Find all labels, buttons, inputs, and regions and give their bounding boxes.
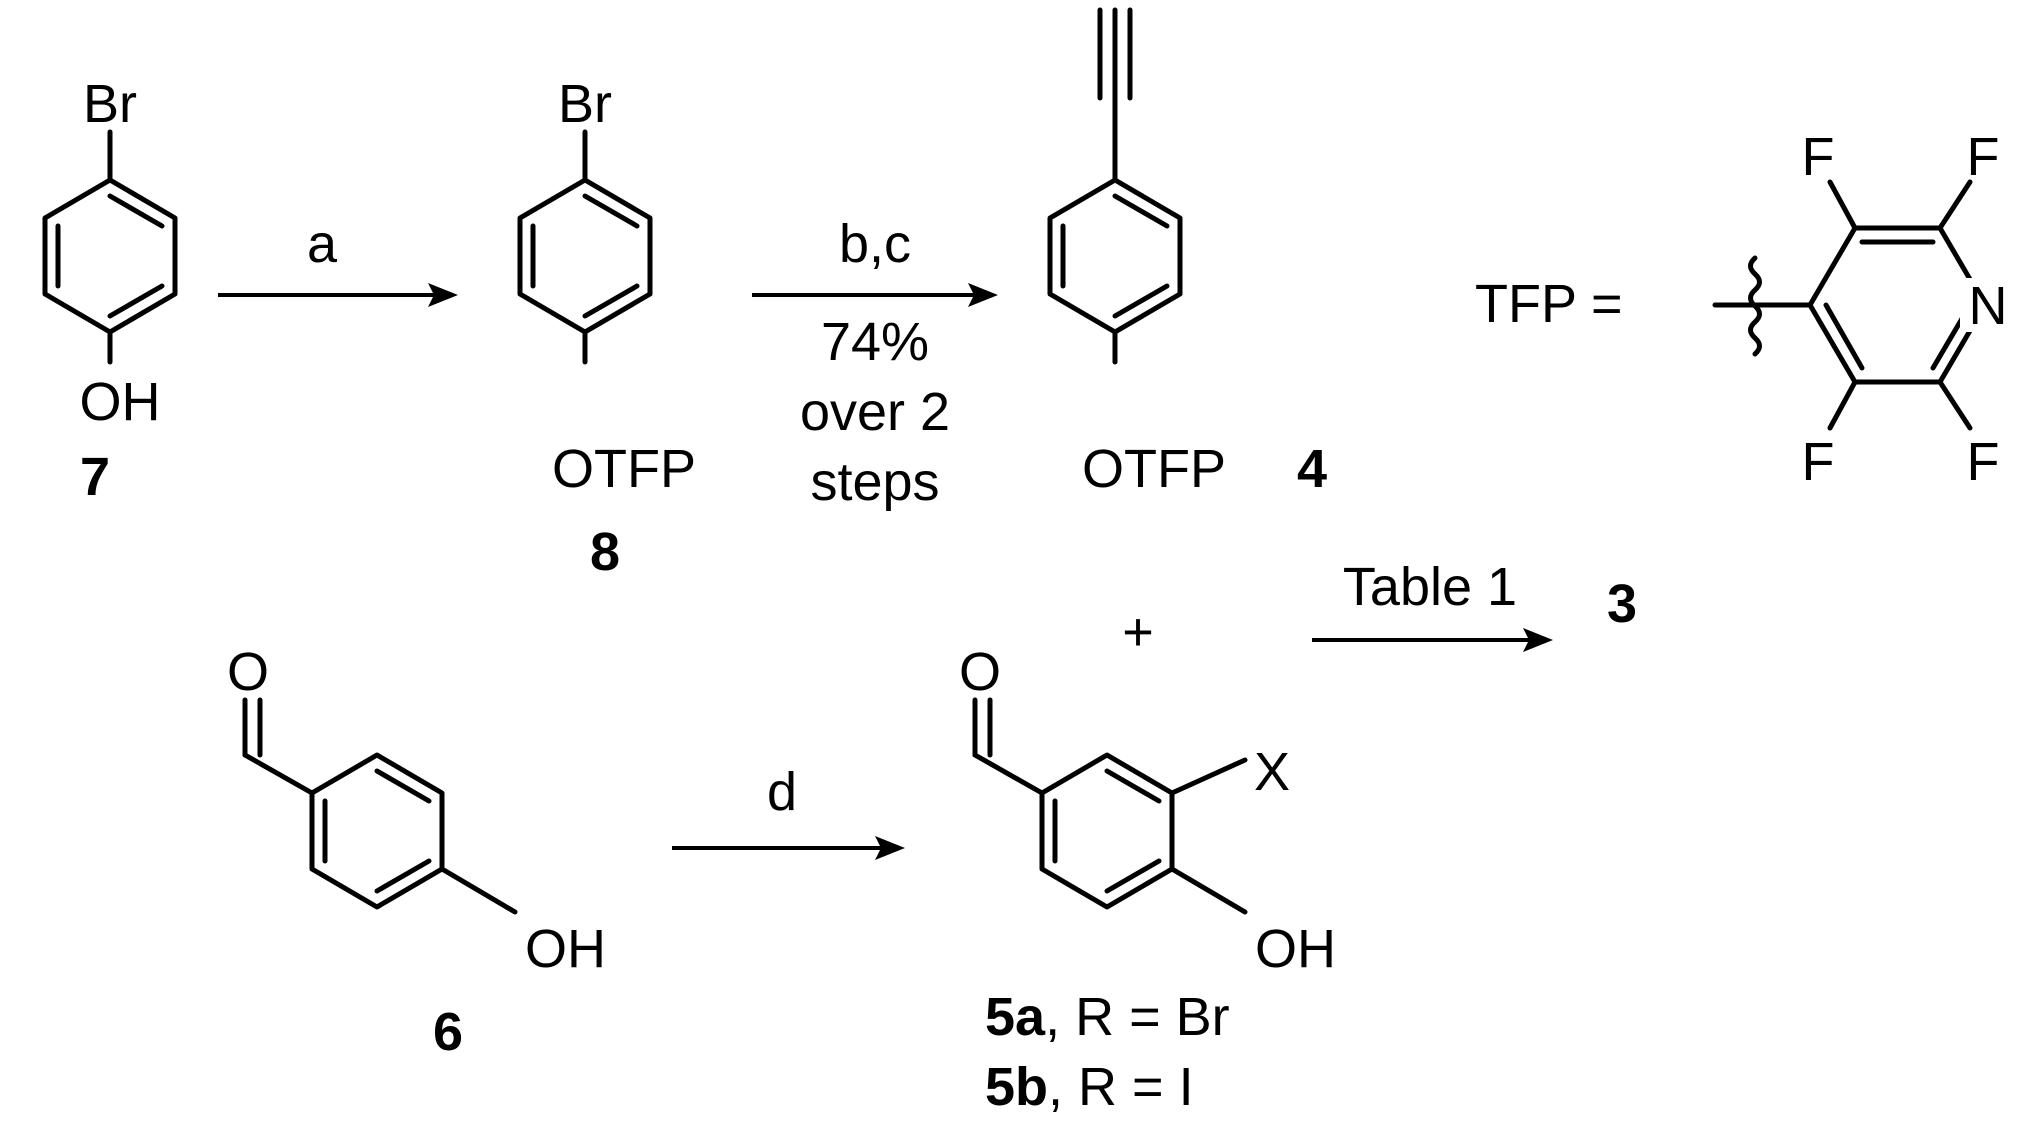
c6-oh-atom: OH bbox=[525, 919, 606, 979]
tfp-f3-atom: F bbox=[1802, 432, 1835, 492]
tfp-label: TFP = bbox=[1475, 274, 1623, 334]
compound-5a-substituent: , R = Br bbox=[1045, 987, 1230, 1047]
compound-6-label: 6 bbox=[433, 1002, 463, 1062]
compound-8-label: 8 bbox=[590, 522, 620, 582]
arrow-bc-yield: 74% bbox=[821, 312, 929, 372]
compound-5b-label: 5b bbox=[985, 1057, 1048, 1117]
plus-sign: + bbox=[1122, 602, 1154, 662]
tfp-n-atom: N bbox=[1969, 276, 2008, 336]
arrow-a: a bbox=[218, 214, 458, 307]
arrow-bc: b,c 74% over 2 steps bbox=[752, 214, 998, 512]
tfp-definition: TFP = F F N F F bbox=[1475, 127, 2010, 492]
compound-7-structure: Br OH 7 bbox=[42, 74, 178, 507]
c8-otfp-atom: OTFP bbox=[552, 439, 696, 499]
compound-5b-substituent: , R = I bbox=[1048, 1057, 1194, 1117]
arrow-bc-over: over 2 bbox=[800, 382, 950, 442]
c8-br-atom: Br bbox=[558, 74, 612, 134]
c7-oh-atom: OH bbox=[80, 372, 161, 432]
tfp-f1-atom: F bbox=[1802, 127, 1835, 187]
compound-8-structure: Br OTFP 8 bbox=[517, 74, 696, 582]
compound-7-label: 7 bbox=[80, 447, 110, 507]
tfp-f2-atom: F bbox=[1967, 127, 2000, 187]
c5-o-atom: O bbox=[959, 642, 1001, 702]
compound-4-structure: OTFP 4 bbox=[1047, 7, 1327, 499]
compound-5b-caption: 5b, R = I bbox=[985, 1057, 1194, 1117]
c7-br-atom: Br bbox=[83, 74, 137, 134]
arrow-bc-reagents: b,c bbox=[839, 214, 911, 274]
arrow-table1: Table 1 bbox=[1312, 557, 1553, 652]
c5-x-atom: X bbox=[1254, 742, 1290, 802]
arrow-a-reagent: a bbox=[307, 214, 338, 274]
arrow-d: d bbox=[672, 762, 905, 860]
tfp-f4-atom: F bbox=[1967, 432, 2000, 492]
compound-3-label: 3 bbox=[1607, 574, 1637, 634]
compound-5-structure: O X OH bbox=[959, 642, 1336, 979]
arrow-bc-steps: steps bbox=[810, 452, 939, 512]
compound-4-label: 4 bbox=[1297, 439, 1327, 499]
arrow-table1-label: Table 1 bbox=[1343, 557, 1517, 617]
compound-5a-label: 5a bbox=[985, 987, 1046, 1047]
c4-otfp-atom: OTFP bbox=[1082, 439, 1226, 499]
arrow-d-reagent: d bbox=[767, 762, 797, 822]
c6-o-atom: O bbox=[227, 642, 269, 702]
c5-oh-atom: OH bbox=[1255, 919, 1336, 979]
compound-5a-caption: 5a, R = Br bbox=[985, 987, 1230, 1047]
compound-6-structure: O OH 6 bbox=[227, 642, 606, 1062]
